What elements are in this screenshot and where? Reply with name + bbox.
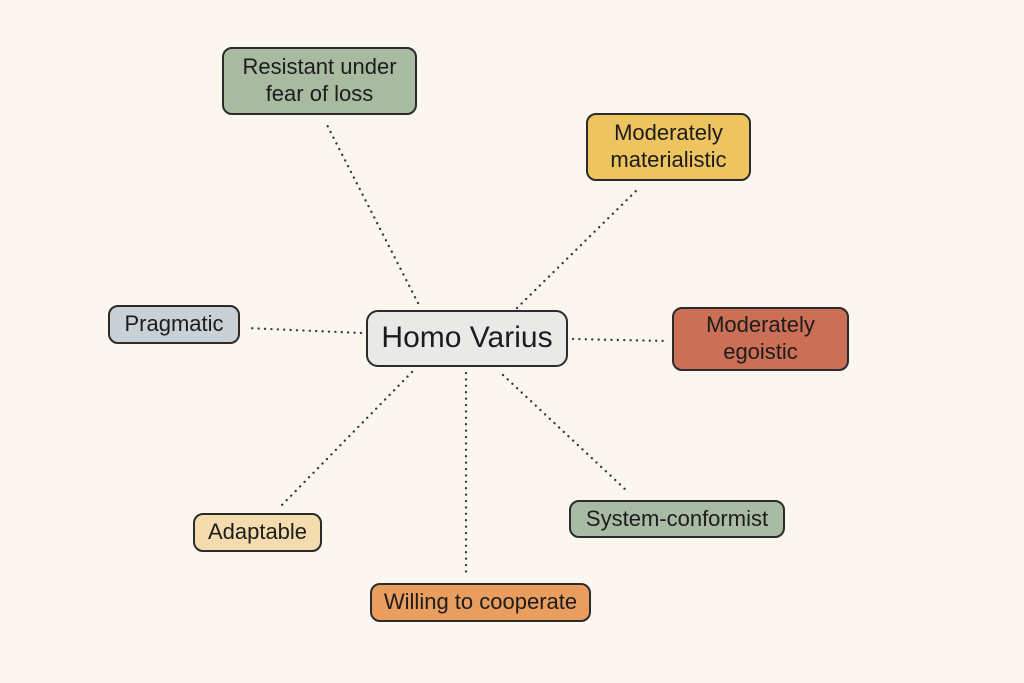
connector-center-to-egoistic (571, 337, 669, 343)
node-conformist-label: System-conformist (585, 505, 769, 531)
node-pragmatic: Pragmatic (108, 305, 240, 344)
node-pragmatic-label: Pragmatic (124, 311, 224, 337)
node-adaptable-label: Adaptable (207, 519, 308, 545)
node-materialistic-label: Moderately materialistic (610, 120, 727, 172)
node-resistant-under-fear-of-loss: Resistant under fear of loss (222, 47, 417, 115)
node-homo-varius: Homo Varius (366, 310, 568, 367)
connector-center-to-adaptable (279, 370, 414, 508)
node-homo-varius-label: Homo Varius (381, 321, 553, 355)
connector-center-to-resistant (324, 121, 420, 305)
connector-center-to-conformist (501, 373, 629, 493)
node-willing-to-cooperate: Willing to cooperate (370, 583, 591, 622)
node-moderately-egoistic: Moderately egoistic (672, 307, 849, 371)
connector-center-to-materialistic (515, 186, 641, 310)
node-adaptable: Adaptable (193, 513, 322, 552)
node-cooperate-label: Willing to cooperate (383, 589, 578, 615)
node-egoistic-label: Moderately egoistic (706, 312, 815, 364)
node-system-conformist: System-conformist (569, 500, 785, 538)
connector-center-to-pragmatic (244, 326, 363, 335)
node-moderately-materialistic: Moderately materialistic (586, 113, 751, 181)
node-resistant-label: Resistant under fear of loss (242, 54, 397, 106)
